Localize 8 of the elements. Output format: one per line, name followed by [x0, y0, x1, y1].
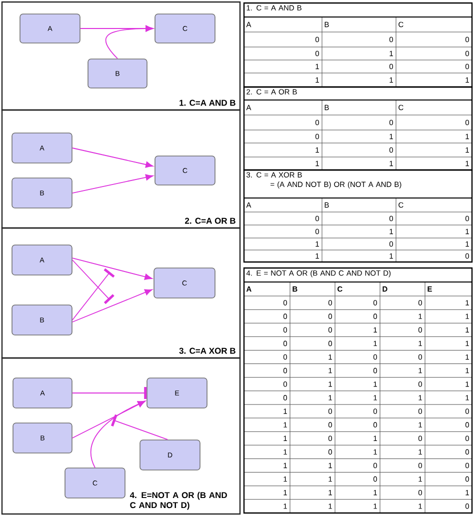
arrow: [90, 400, 146, 468]
arrow: [105, 25, 154, 60]
arrow: [72, 148, 154, 168]
arrow: [72, 289, 152, 322]
arrow: [72, 174, 154, 194]
inhibition-line: [72, 268, 115, 320]
inhibition-line: [72, 387, 147, 399]
arrow: [72, 258, 152, 280]
